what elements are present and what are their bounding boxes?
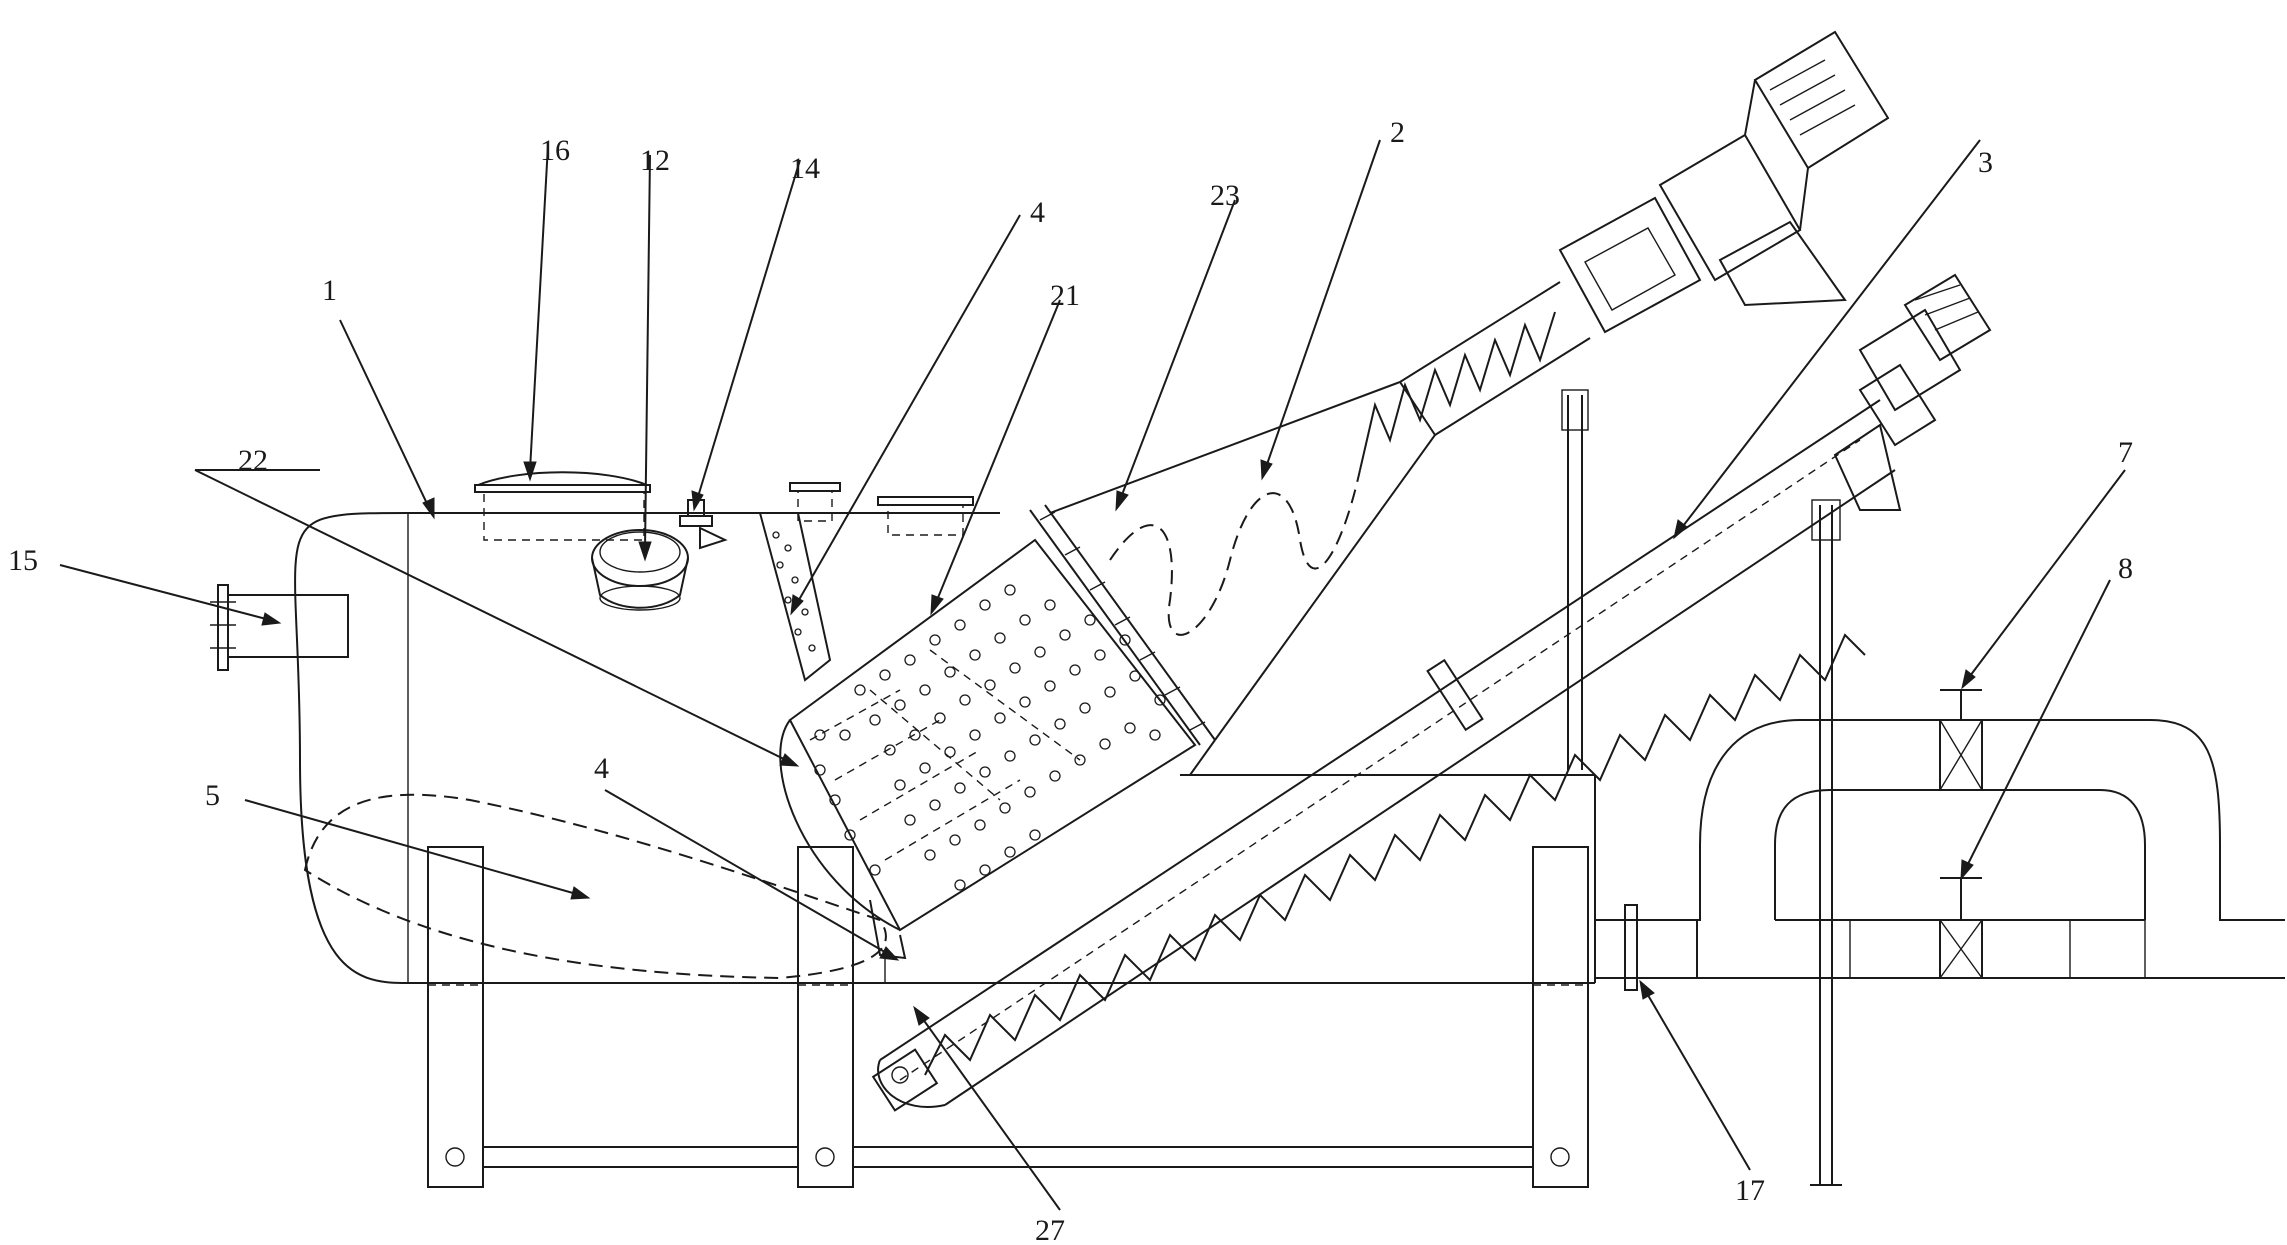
callout-7: 7	[2118, 436, 2133, 469]
main-tank	[294, 512, 1596, 984]
side-inlet-flange	[210, 584, 349, 671]
callout-4-upper: 4	[1030, 196, 1045, 229]
inspection-port	[591, 529, 689, 611]
callout-16: 16	[540, 134, 570, 167]
callout-17: 17	[1735, 1174, 1765, 1207]
drum-perforations	[814, 584, 1166, 891]
callout-8: 8	[2118, 552, 2133, 585]
callout-5: 5	[205, 779, 220, 812]
callout-15: 15	[8, 544, 38, 577]
callout-21: 21	[1050, 279, 1080, 312]
settling-zone-outline	[303, 793, 887, 980]
baffle-perforations	[772, 531, 816, 652]
bypass-piping	[1595, 689, 2285, 991]
callout-1: 1	[322, 274, 337, 307]
drum-screen	[779, 504, 1216, 960]
top-manhole-cover	[474, 471, 651, 541]
leader-lines	[59, 139, 2126, 1211]
sloped-baffle	[758, 512, 832, 682]
top-fitting	[679, 499, 728, 550]
callout-14: 14	[790, 152, 820, 185]
support-frame	[427, 846, 1589, 1188]
callout-3: 3	[1978, 146, 1993, 179]
callout-27: 27	[1035, 1214, 1065, 1245]
callout-12: 12	[640, 144, 670, 177]
callout-labels: 16 12 14 4 21 23 2 3 1 22 15 5 4 7 8 17 …	[8, 116, 2133, 1245]
callout-22: 22	[238, 444, 268, 477]
top-nozzles	[789, 482, 974, 536]
callout-23: 23	[1210, 179, 1240, 212]
inclined-dewatering-screw	[1049, 30, 1890, 776]
callout-4-lower: 4	[594, 752, 609, 785]
callout-2: 2	[1390, 116, 1405, 149]
lower-screw-conveyor	[871, 273, 1992, 1186]
